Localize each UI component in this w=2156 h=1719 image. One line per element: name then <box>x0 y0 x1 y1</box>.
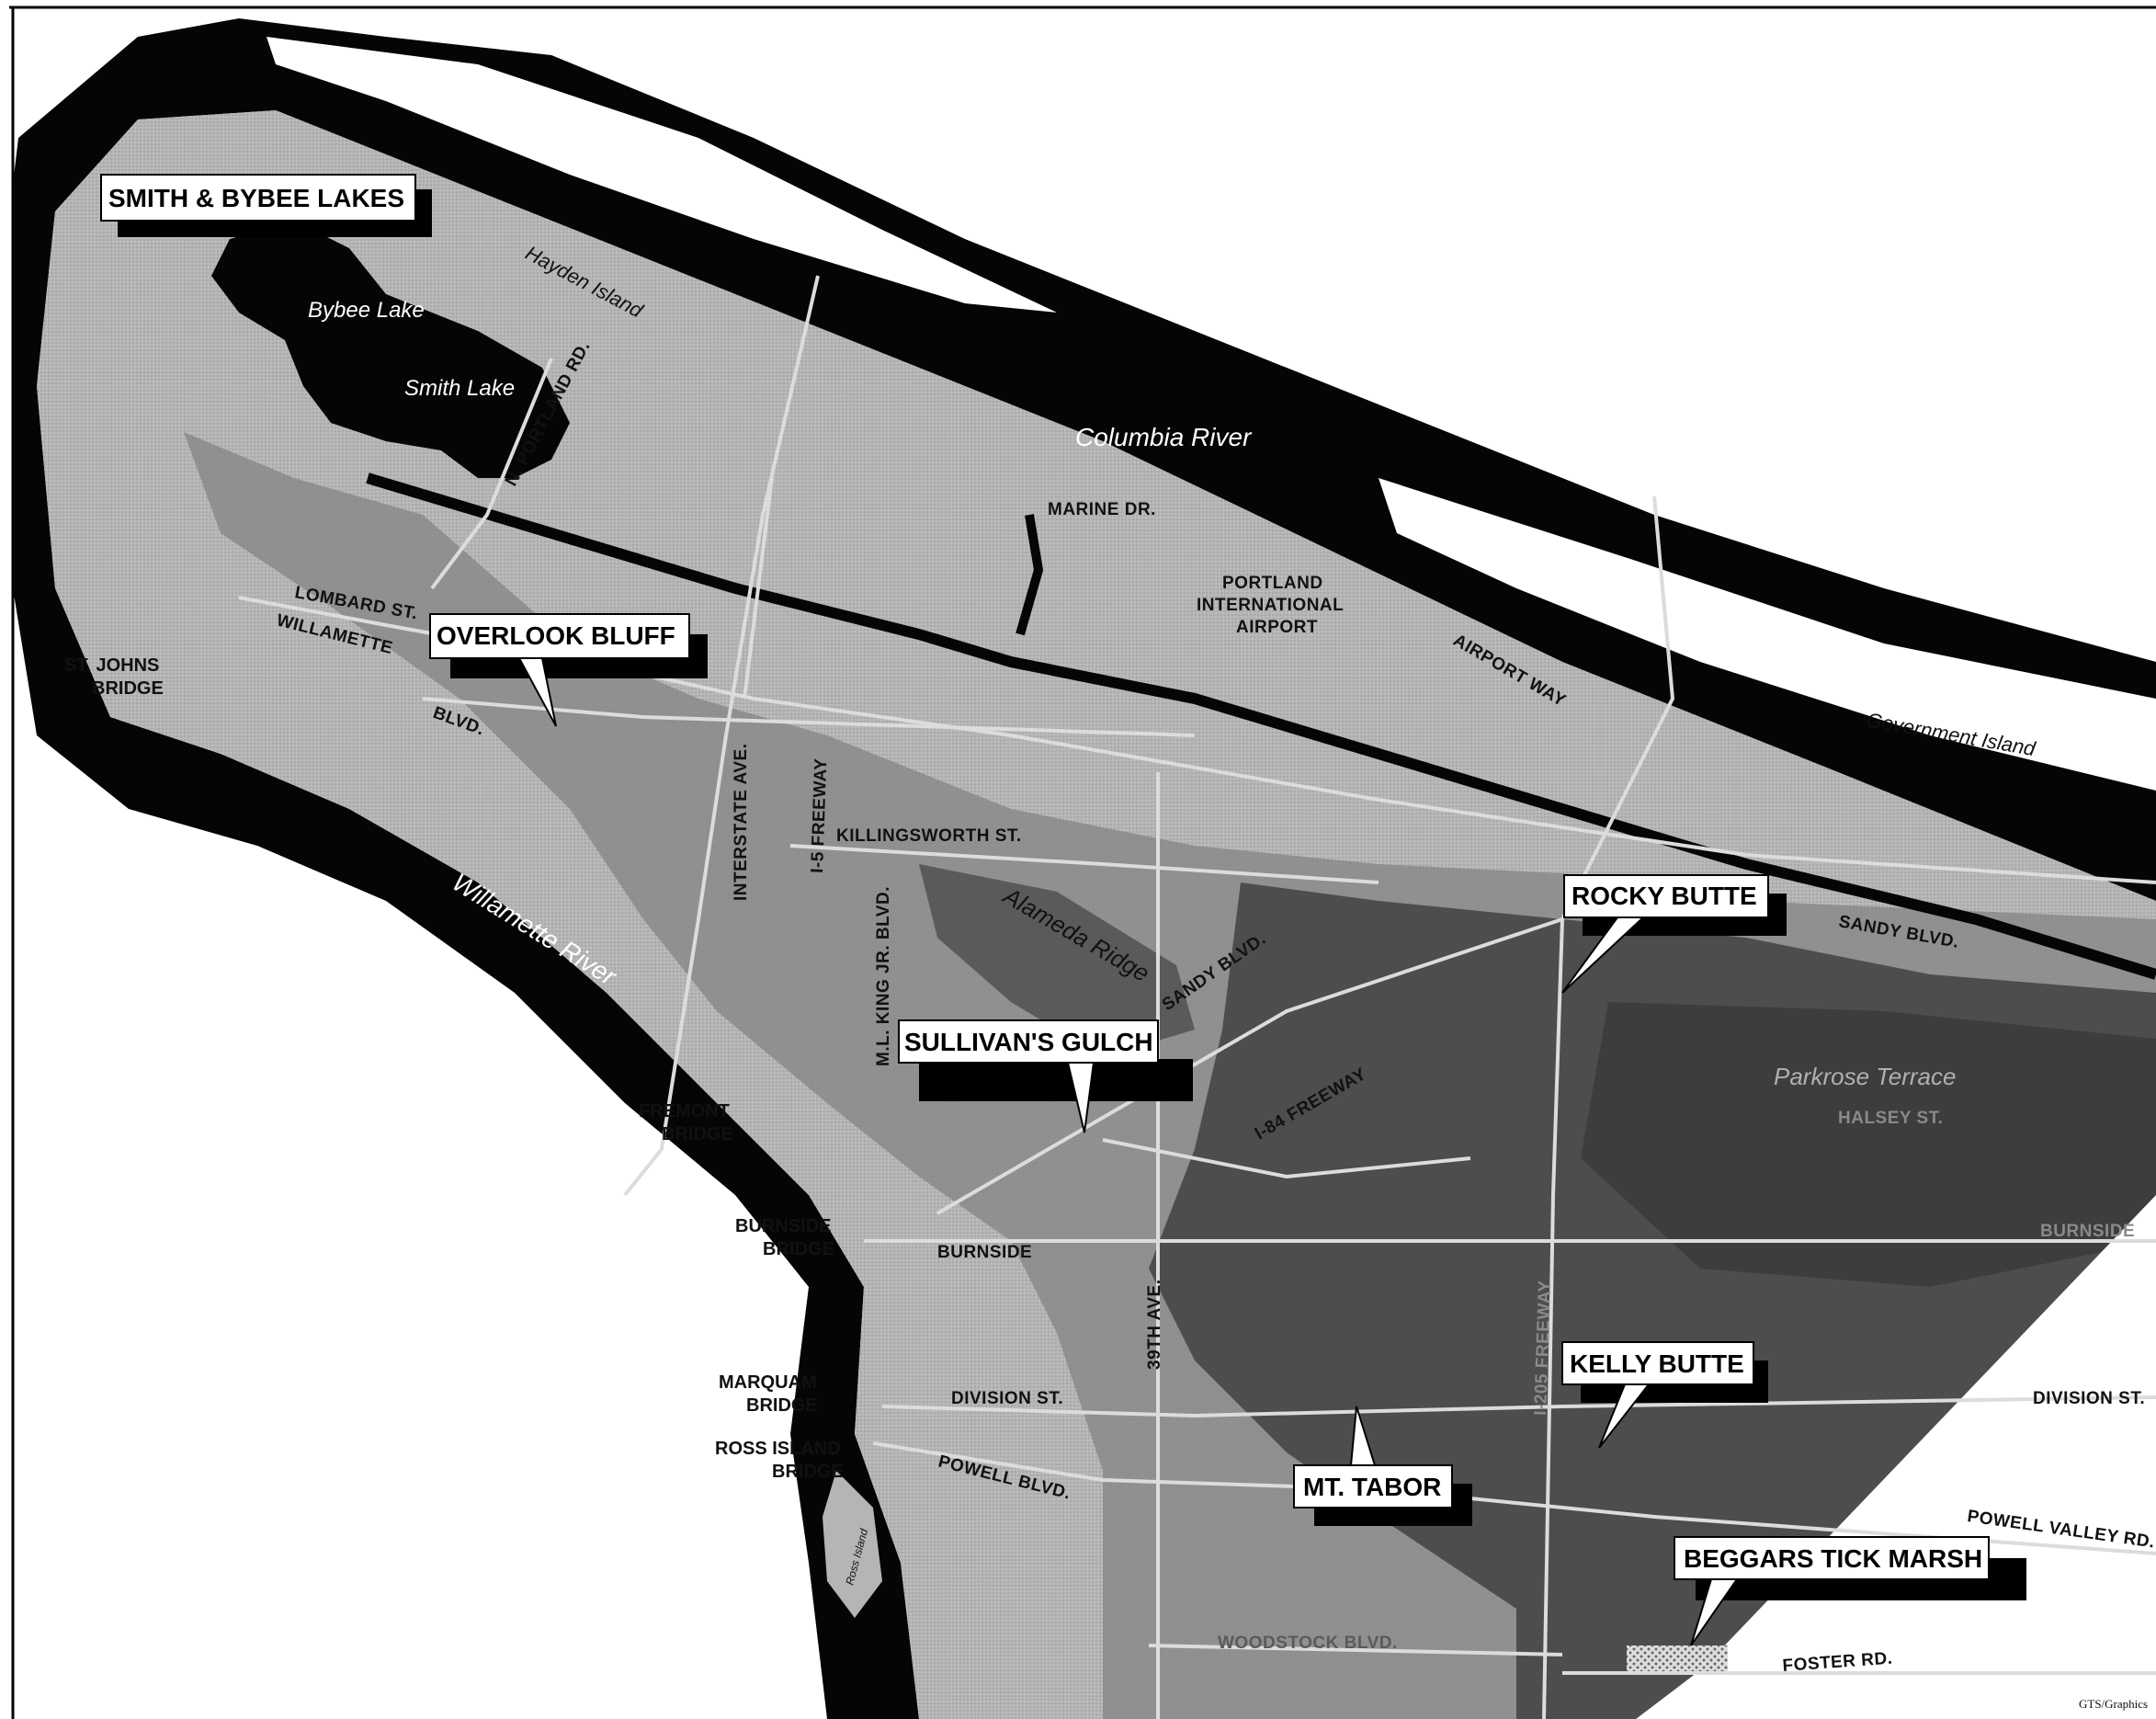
graphics-credit: GTS/Graphics <box>2079 1697 2148 1711</box>
road-network <box>238 275 2156 1719</box>
parkrose-shade <box>1581 1002 2156 1287</box>
callout-kelly-butte: KELLY BUTTE <box>1561 1341 1768 1449</box>
callout-label-rocky-butte: ROCKY BUTTE <box>1572 882 1757 910</box>
label-division-east: DIVISION ST. <box>2033 1389 2145 1408</box>
callout-overlook-bluff: OVERLOOK BLUFF <box>429 613 708 727</box>
ross-island <box>823 1471 882 1618</box>
callout-label-overlook-bluff: OVERLOOK BLUFF <box>437 621 675 650</box>
label-burnside-east: BURNSIDE <box>2040 1222 2135 1241</box>
callout-beggars-tick-marsh: BEGGARS TICK MARSH <box>1674 1536 2026 1646</box>
columbia-slough <box>366 472 2156 980</box>
label-marquam-bridge-2: BRIDGE <box>746 1395 818 1416</box>
slough-branch <box>1016 514 1044 636</box>
callout-rocky-butte: ROCKY BUTTE <box>1561 874 1787 994</box>
government-island <box>1379 478 2156 791</box>
label-ross-island-bridge-2: BRIDGE <box>772 1462 844 1482</box>
alameda-ridge-shade <box>919 864 1195 1057</box>
callout-label-kelly-butte: KELLY BUTTE <box>1570 1349 1744 1378</box>
columbia-river <box>13 18 2156 1719</box>
label-parkrose-terrace: Parkrose Terrace <box>1774 1063 1956 1090</box>
label-airport-2: INTERNATIONAL <box>1197 596 1344 615</box>
label-st-johns-bridge-2: BRIDGE <box>92 678 164 699</box>
label-division-west: DIVISION ST. <box>951 1389 1063 1408</box>
label-interstate-ave: INTERSTATE AVE. <box>732 744 751 901</box>
beggars-tick-marsh-area <box>1627 1645 1728 1673</box>
label-burnside-bridge-1: BURNSIDE <box>735 1216 831 1236</box>
callout-label-smith-bybee-lakes: SMITH & BYBEE LAKES <box>108 184 404 212</box>
label-i205-freeway: I-205 FREEWAY <box>1531 1280 1555 1416</box>
label-bybee-lake: Bybee Lake <box>308 298 425 323</box>
callout-mt-tabor: MT. TABOR <box>1293 1406 1472 1526</box>
label-smith-lake: Smith Lake <box>404 376 515 401</box>
label-i5-freeway: I-5 FREEWAY <box>808 757 831 873</box>
callout-sullivans-gulch: SULLIVAN'S GULCH <box>898 1019 1193 1133</box>
label-39th-ave: 39TH AVE. <box>1145 1280 1164 1370</box>
label-burnside-bridge-2: BRIDGE <box>763 1239 834 1259</box>
callout-smith-bybee-lakes: SMITH & BYBEE LAKES <box>100 174 432 237</box>
label-killingsworth: KILLINGSWORTH ST. <box>836 826 1022 846</box>
callout-label-sullivans-gulch: SULLIVAN'S GULCH <box>904 1028 1153 1056</box>
label-airport-1: PORTLAND <box>1222 574 1323 593</box>
label-fremont-bridge-1: FREMONT <box>639 1101 730 1121</box>
label-marine-dr: MARINE DR. <box>1048 500 1156 519</box>
label-burnside-west: BURNSIDE <box>937 1243 1032 1262</box>
label-fremont-bridge-2: BRIDGE <box>662 1124 733 1144</box>
hayden-island <box>267 37 1057 313</box>
callout-label-beggars-tick-marsh: BEGGARS TICK MARSH <box>1684 1544 1982 1573</box>
callout-label-mt-tabor: MT. TABOR <box>1303 1473 1441 1501</box>
label-woodstock: WOODSTOCK BLVD. <box>1218 1634 1398 1653</box>
label-halsey: HALSEY ST. <box>1838 1109 1943 1128</box>
label-airport-3: AIRPORT <box>1236 618 1318 637</box>
label-ross-island-bridge-1: ROSS ISLAND <box>715 1439 841 1459</box>
label-columbia-river: Columbia River <box>1075 423 1253 451</box>
label-st-johns-bridge-1: ST. JOHNS <box>64 655 159 676</box>
label-marquam-bridge-1: MARQUAM <box>719 1372 817 1393</box>
label-mlk-blvd: M.L. KING JR. BLVD. <box>874 886 893 1066</box>
smith-bybee-lakes <box>211 221 570 478</box>
